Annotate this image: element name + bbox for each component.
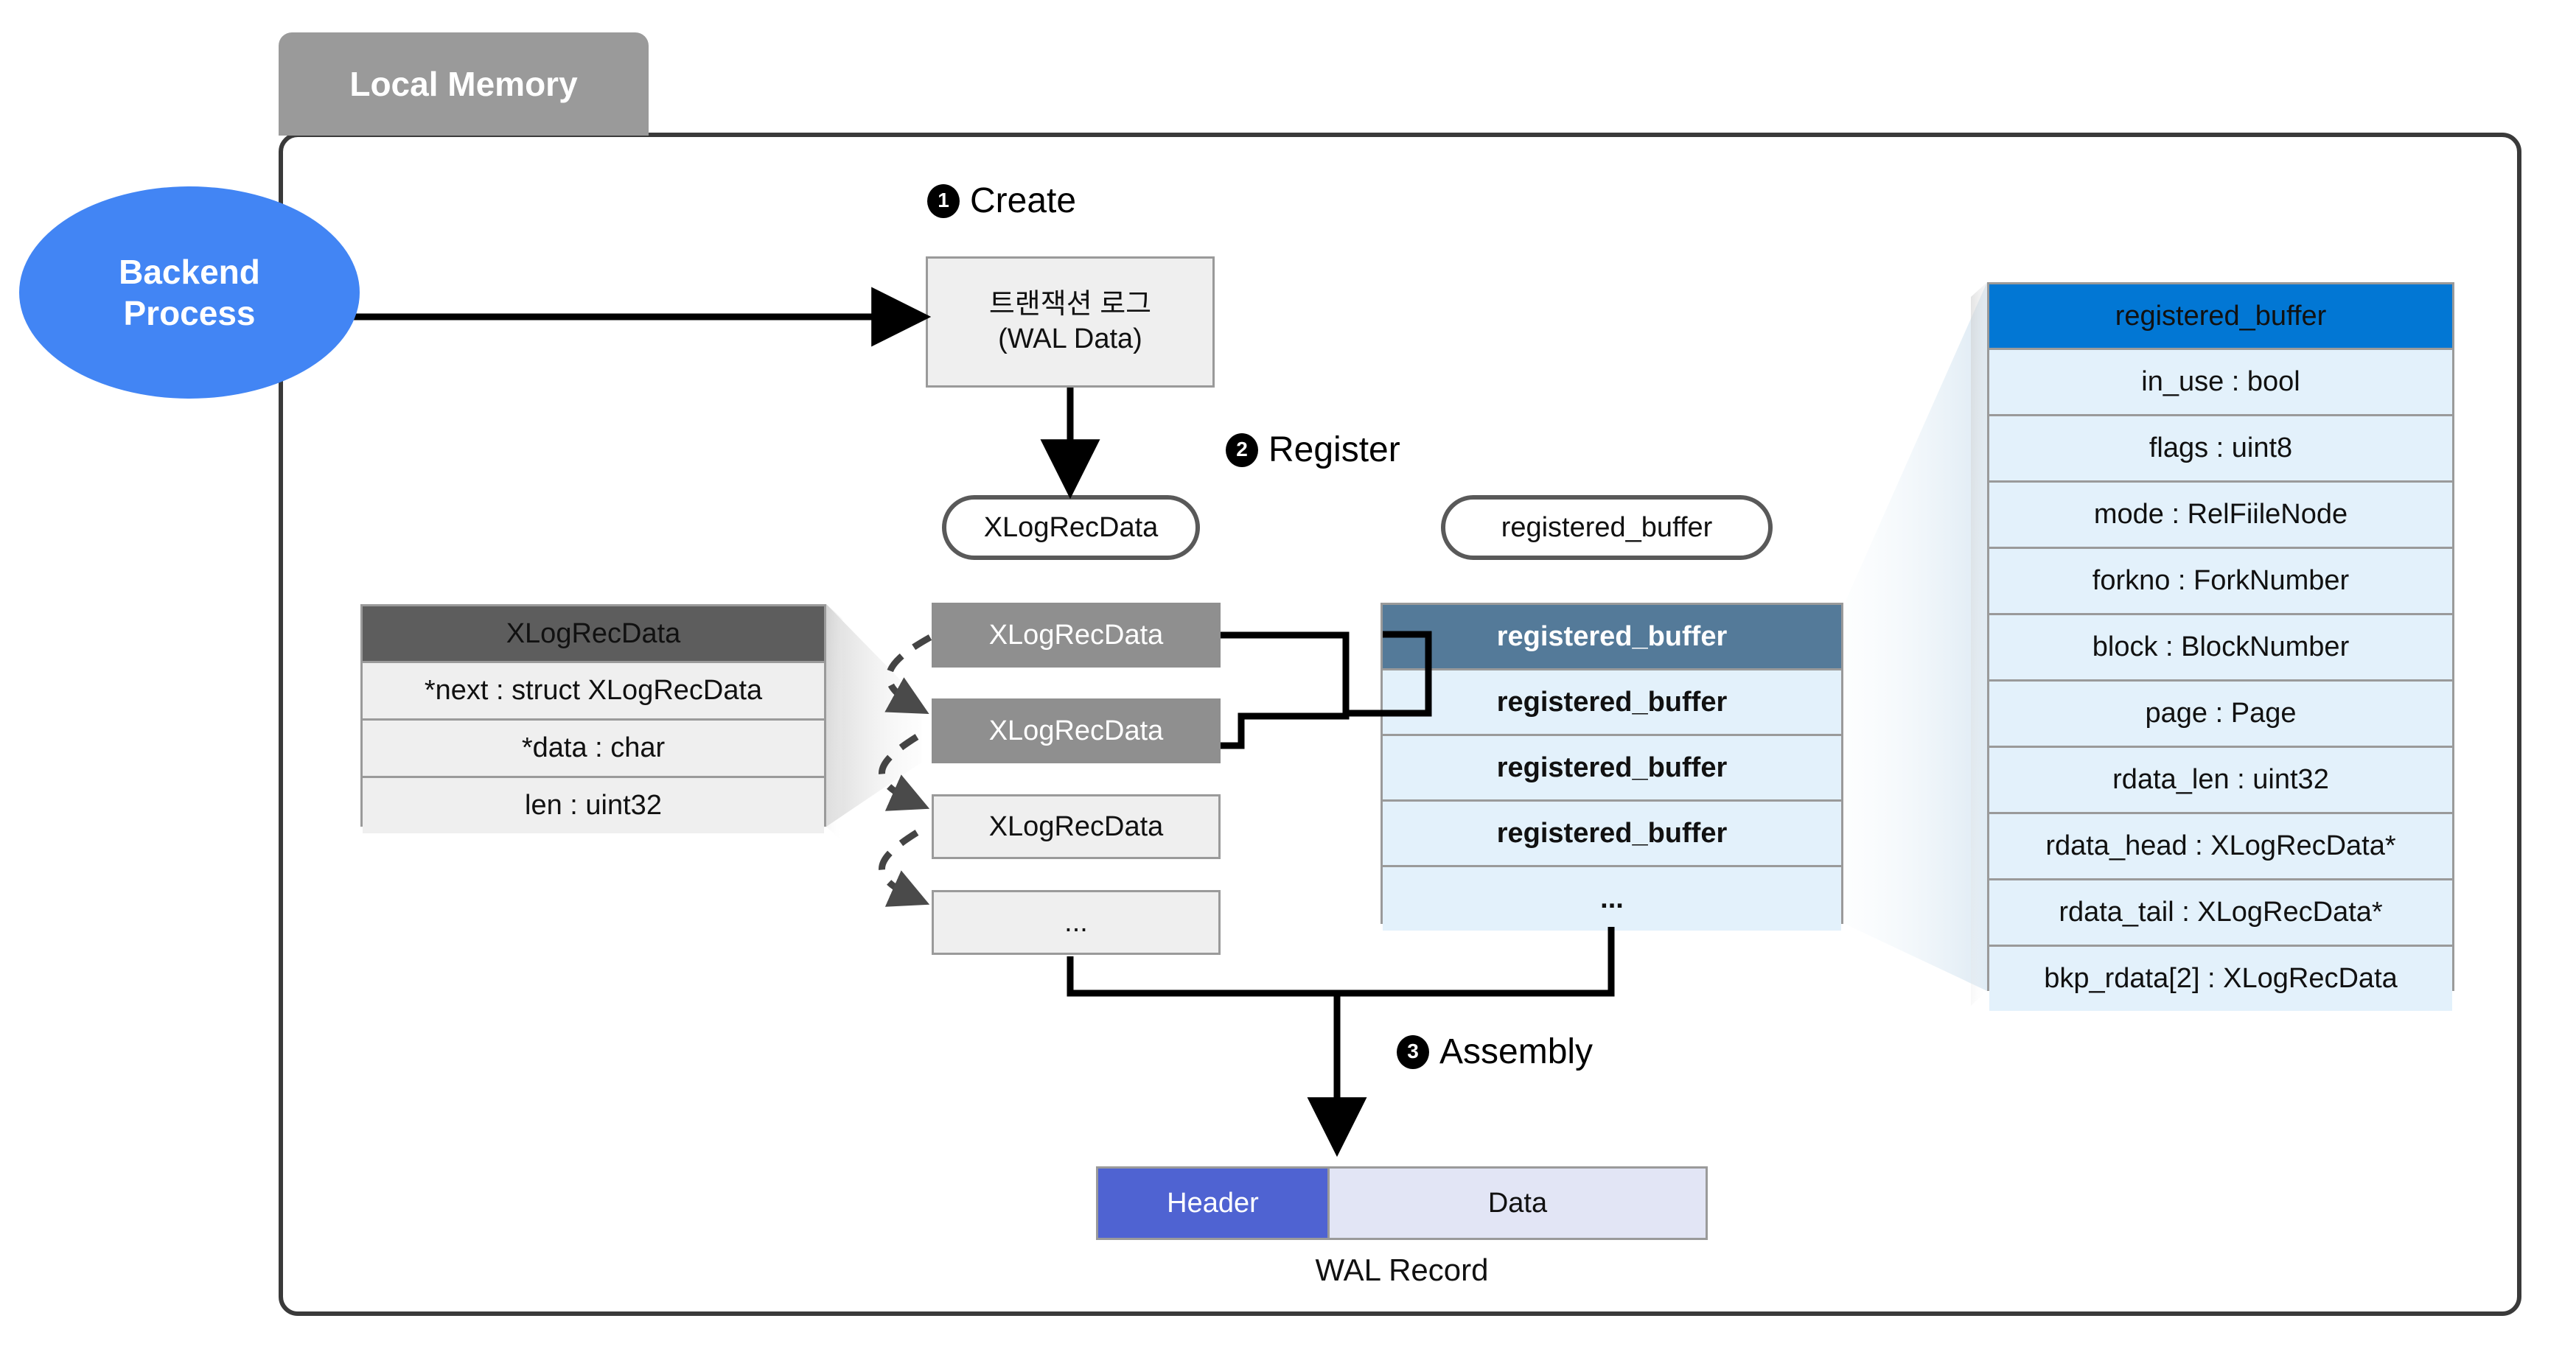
- xlogrecdata-struct-title: XLogRecData: [363, 606, 824, 661]
- registered-buffer-struct-field: bkp_rdata[2] : XLogRecData: [1989, 945, 2452, 1011]
- xlogrecdata-list-item: ...: [932, 890, 1221, 955]
- step-1-label: Create: [970, 181, 1077, 220]
- xlogrecdata-list-item-label: XLogRecData: [988, 810, 1164, 842]
- registered-buffer-struct-field: block : BlockNumber: [1989, 613, 2452, 679]
- wal-data-box: 트랜잭션 로그 (WAL Data): [926, 256, 1215, 388]
- xlogrecdata-struct-table: XLogRecData *next : struct XLogRecData *…: [360, 604, 826, 833]
- pill-xlogrecdata-label: XLogRecData: [983, 511, 1159, 543]
- registered-buffer-list-item: registered_buffer: [1383, 799, 1841, 865]
- xlogrecdata-list-item: XLogRecData: [932, 698, 1221, 763]
- registered-buffer-struct-title: registered_buffer: [1989, 284, 2452, 348]
- step-create: 1 Create: [927, 181, 1076, 221]
- xlogrecdata-list-item-label: XLogRecData: [988, 619, 1164, 651]
- backend-process-line1: Backend: [119, 252, 260, 291]
- wal-data-line1: 트랜잭션 로그: [988, 288, 1152, 320]
- registered-buffer-struct-field: rdata_tail : XLogRecData*: [1989, 878, 2452, 945]
- registered-buffer-list-item: registered_buffer: [1383, 668, 1841, 734]
- local-memory-tab: Local Memory: [279, 32, 649, 136]
- registered-buffer-list-item: registered_buffer: [1383, 734, 1841, 799]
- xlogrecdata-list-item: XLogRecData: [932, 794, 1221, 859]
- step-3-badge: 3: [1397, 1034, 1429, 1069]
- wal-record-bar: Header Data: [1096, 1166, 1708, 1240]
- wal-record-data-segment: Data: [1327, 1169, 1706, 1238]
- xlogrecdata-list-item-label: ...: [1064, 906, 1088, 938]
- step-2-badge: 2: [1226, 432, 1258, 467]
- step-2-label: Register: [1268, 430, 1400, 469]
- wal-record-header-segment: Header: [1098, 1169, 1327, 1238]
- wal-record-caption: WAL Record: [1315, 1253, 1489, 1287]
- xlogrecdata-struct-field: len : uint32: [363, 776, 824, 833]
- pill-registered-buffer-label: registered_buffer: [1501, 511, 1713, 543]
- xlogrecdata-list-item-label: XLogRecData: [988, 715, 1164, 746]
- registered-buffer-list-item: registered_buffer: [1383, 605, 1841, 668]
- step-register: 2 Register: [1226, 430, 1400, 470]
- step-1-badge: 1: [927, 183, 960, 218]
- xlogrecdata-struct-field: *next : struct XLogRecData: [363, 661, 824, 718]
- backend-process-line2: Process: [123, 294, 256, 332]
- pill-registered-buffer: registered_buffer: [1441, 495, 1773, 560]
- local-memory-tab-label: Local Memory: [349, 65, 578, 103]
- registered-buffer-struct-field: rdata_head : XLogRecData*: [1989, 812, 2452, 878]
- registered-buffer-struct-field: forkno : ForkNumber: [1989, 547, 2452, 613]
- registered-buffer-list: registered_buffer registered_buffer regi…: [1381, 603, 1843, 931]
- registered-buffer-struct-field: in_use : bool: [1989, 348, 2452, 414]
- pill-xlogrecdata: XLogRecData: [942, 495, 1200, 560]
- registered-buffer-list-item: ...: [1383, 865, 1841, 931]
- wal-data-line2: (WAL Data): [998, 323, 1142, 354]
- step-3-label: Assembly: [1439, 1032, 1594, 1071]
- xlogrecdata-list-item: XLogRecData: [932, 603, 1221, 668]
- registered-buffer-struct-field: rdata_len : uint32: [1989, 746, 2452, 812]
- registered-buffer-struct-field: flags : uint8: [1989, 414, 2452, 480]
- xlogrecdata-struct-field: *data : char: [363, 718, 824, 776]
- registered-buffer-struct-field: mode : RelFiileNode: [1989, 480, 2452, 547]
- registered-buffer-struct-field: page : Page: [1989, 679, 2452, 746]
- registered-buffer-struct-table: registered_buffer in_use : bool flags : …: [1987, 282, 2454, 1011]
- backend-process-node: Backend Process: [19, 186, 360, 399]
- step-assembly: 3 Assembly: [1397, 1031, 1593, 1072]
